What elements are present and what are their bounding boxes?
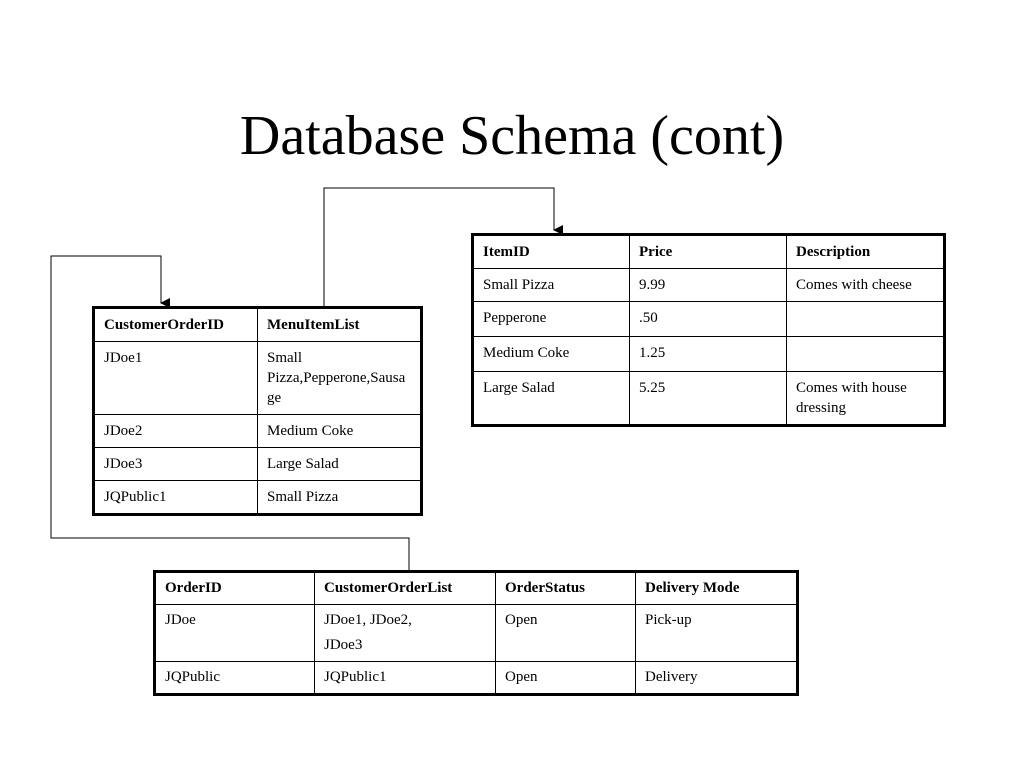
table-cell: Small Pizza	[472, 268, 630, 302]
table-cell: JDoe3	[93, 447, 258, 481]
table-header-row: ItemID Price Description	[472, 234, 945, 269]
table-cell: JQPublic1	[314, 661, 496, 695]
order-table: OrderID CustomerOrderList OrderStatus De…	[153, 570, 799, 696]
table-cell	[786, 336, 945, 372]
column-header: CustomerOrderID	[93, 307, 258, 342]
table-cell: Large Salad	[472, 371, 630, 426]
column-header: Delivery Mode	[635, 571, 798, 605]
column-header: OrderID	[154, 571, 315, 605]
column-header: OrderStatus	[495, 571, 636, 605]
column-header: CustomerOrderList	[314, 571, 496, 605]
table-cell: Comes with house dressing	[786, 371, 945, 426]
table-row: Pepperone .50	[472, 301, 945, 337]
table-cell: Pick-up	[635, 604, 798, 662]
table-row: Medium Coke 1.25	[472, 336, 945, 372]
table-cell: Open	[495, 604, 636, 662]
slide-title: Database Schema (cont)	[239, 105, 785, 167]
table-row: JDoe1 Small Pizza,Pepperone,Sausage	[93, 341, 422, 415]
table-row: JDoe2 Medium Coke	[93, 414, 422, 448]
table-cell: JQPublic	[154, 661, 315, 695]
table-cell: Comes with cheese	[786, 268, 945, 302]
column-header: MenuItemList	[257, 307, 422, 342]
table-cell: 1.25	[629, 336, 787, 372]
table-row: JDoe3 Large Salad	[93, 447, 422, 481]
table-row: Large Salad 5.25 Comes with house dressi…	[472, 371, 945, 426]
table-cell: .50	[629, 301, 787, 337]
table-cell: JDoe	[154, 604, 315, 662]
table-cell: Medium Coke	[257, 414, 422, 448]
table-cell	[786, 301, 945, 337]
table-cell: Large Salad	[257, 447, 422, 481]
table-row: JQPublic1 Small Pizza	[93, 480, 422, 515]
table-row: JDoe JDoe1, JDoe2, JDoe3 Open Pick-up	[154, 604, 798, 662]
table-cell: Delivery	[635, 661, 798, 695]
table-cell: Medium Coke	[472, 336, 630, 372]
table-cell: 9.99	[629, 268, 787, 302]
table-header-row: CustomerOrderID MenuItemList	[93, 307, 422, 342]
table-cell: Small Pizza,Pepperone,Sausage	[257, 341, 422, 415]
table-cell: JDoe1	[93, 341, 258, 415]
table-cell: JDoe2	[93, 414, 258, 448]
table-cell: 5.25	[629, 371, 787, 426]
table-cell: Open	[495, 661, 636, 695]
table-row: JQPublic JQPublic1 Open Delivery	[154, 661, 798, 695]
table-row: Small Pizza 9.99 Comes with cheese	[472, 268, 945, 302]
table-header-row: OrderID CustomerOrderList OrderStatus De…	[154, 571, 798, 605]
column-header: ItemID	[472, 234, 630, 269]
table-cell: Small Pizza	[257, 480, 422, 515]
table-cell: JDoe1, JDoe2, JDoe3	[314, 604, 496, 662]
customer-order-menu-table: CustomerOrderID MenuItemList JDoe1 Small…	[92, 306, 423, 516]
column-header: Price	[629, 234, 787, 269]
column-header: Description	[786, 234, 945, 269]
menu-item-table: ItemID Price Description Small Pizza 9.9…	[471, 233, 946, 427]
table-cell: JQPublic1	[93, 480, 258, 515]
table-cell: Pepperone	[472, 301, 630, 337]
